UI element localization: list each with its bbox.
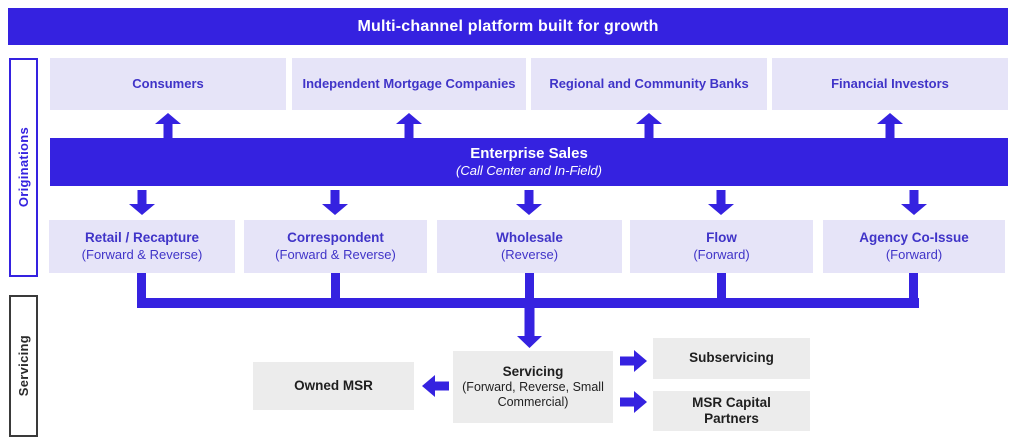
owned-msr-label: Owned MSR bbox=[294, 377, 373, 393]
box-investors-label: Financial Investors bbox=[831, 75, 949, 91]
subservicing-label: Subservicing bbox=[689, 350, 774, 366]
box-servicing-hub: Servicing (Forward, Reverse, Small Comme… bbox=[453, 351, 613, 423]
connector-stub bbox=[525, 273, 534, 308]
box-owned-msr: Owned MSR bbox=[253, 362, 414, 410]
wholesale-title: Wholesale bbox=[496, 229, 563, 245]
correspondent-subtitle: (Forward & Reverse) bbox=[275, 246, 396, 262]
connector-stub bbox=[909, 273, 918, 308]
flow-title: Flow bbox=[706, 229, 737, 245]
box-financial-investors: Financial Investors bbox=[772, 58, 1008, 110]
right-arrow-icon bbox=[620, 391, 647, 413]
box-consumers: Consumers bbox=[50, 58, 286, 110]
servicing-label-text: Servicing bbox=[16, 335, 31, 397]
agency-co-issue-subtitle: (Forward) bbox=[885, 246, 943, 262]
up-arrow-icon bbox=[636, 113, 662, 138]
down-arrow-icon bbox=[901, 190, 927, 215]
box-msr-capital-partners: MSR Capital Partners bbox=[653, 391, 810, 431]
box-imc-label: Independent Mortgage Companies bbox=[302, 75, 516, 91]
servicing-section-label: Servicing bbox=[9, 295, 38, 437]
agency-co-issue-title: Agency Co-Issue bbox=[859, 229, 969, 245]
box-independent-mortgage-companies: Independent Mortgage Companies bbox=[292, 58, 526, 110]
servicing-hub-title: Servicing bbox=[502, 363, 564, 379]
correspondent-title: Correspondent bbox=[287, 229, 384, 245]
box-agency-co-issue: Agency Co-Issue (Forward) bbox=[823, 220, 1005, 273]
box-retail-recapture: Retail / Recapture (Forward & Reverse) bbox=[49, 220, 235, 273]
connector-stub bbox=[717, 273, 726, 308]
connector-stub bbox=[137, 273, 146, 308]
enterprise-sales-bar: Enterprise Sales (Call Center and In-Fie… bbox=[50, 138, 1008, 186]
enterprise-sales-title: Enterprise Sales bbox=[470, 144, 588, 162]
box-subservicing: Subservicing bbox=[653, 338, 810, 379]
box-correspondent: Correspondent (Forward & Reverse) bbox=[244, 220, 427, 273]
retail-recapture-subtitle: (Forward & Reverse) bbox=[81, 246, 203, 262]
box-banks-label: Regional and Community Banks bbox=[549, 75, 749, 91]
enterprise-sales-subtitle: (Call Center and In-Field) bbox=[456, 163, 602, 179]
originations-section-label: Originations bbox=[9, 58, 38, 277]
box-regional-community-banks: Regional and Community Banks bbox=[531, 58, 767, 110]
servicing-hub-subtitle: (Forward, Reverse, Small Commercial) bbox=[462, 380, 604, 410]
down-arrow-icon bbox=[516, 190, 542, 215]
left-arrow-icon bbox=[422, 375, 449, 397]
flow-subtitle: (Forward) bbox=[693, 246, 750, 262]
down-arrow-icon bbox=[708, 190, 734, 215]
wholesale-subtitle: (Reverse) bbox=[500, 246, 559, 262]
up-arrow-icon bbox=[155, 113, 181, 138]
originations-label-text: Originations bbox=[16, 127, 31, 208]
down-arrow-icon bbox=[322, 190, 348, 215]
connector-stub bbox=[331, 273, 340, 308]
banner-title: Multi-channel platform built for growth bbox=[8, 8, 1008, 45]
down-arrow-icon bbox=[517, 308, 542, 348]
box-flow: Flow (Forward) bbox=[630, 220, 813, 273]
connector-horizontal-bar bbox=[137, 298, 919, 308]
box-wholesale: Wholesale (Reverse) bbox=[437, 220, 622, 273]
up-arrow-icon bbox=[396, 113, 422, 138]
down-arrow-icon bbox=[129, 190, 155, 215]
up-arrow-icon bbox=[877, 113, 903, 138]
retail-recapture-title: Retail / Recapture bbox=[84, 229, 200, 245]
right-arrow-icon bbox=[620, 350, 647, 372]
box-consumers-label: Consumers bbox=[132, 75, 204, 91]
msr-capital-partners-label: MSR Capital Partners bbox=[692, 394, 771, 426]
